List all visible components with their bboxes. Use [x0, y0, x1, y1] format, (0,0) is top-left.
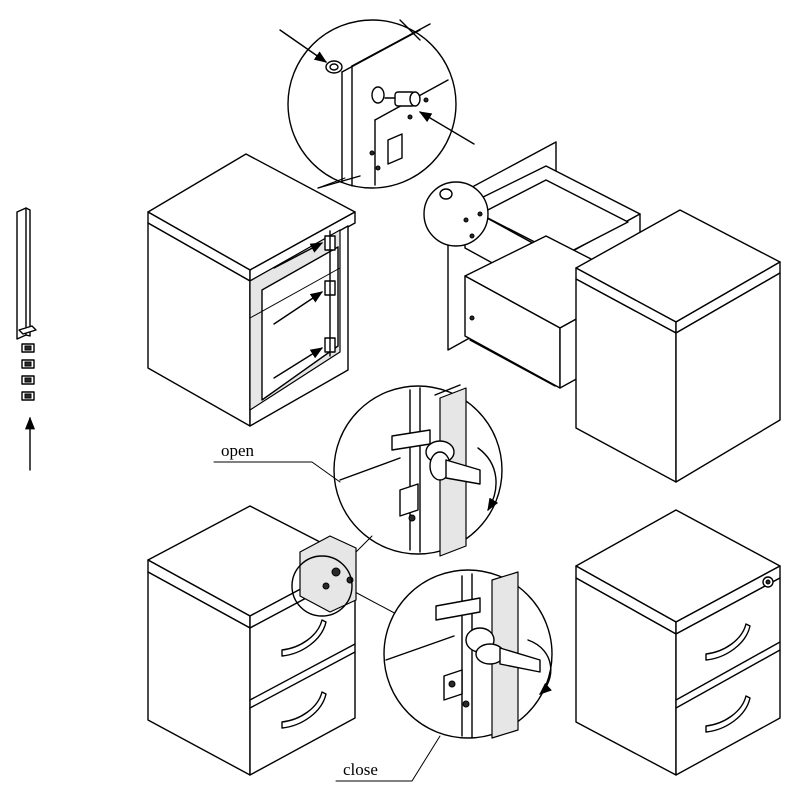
open-detail-callout: open — [213, 384, 503, 557]
lock-rod-icon — [16, 207, 37, 471]
arrow-icon — [317, 175, 361, 189]
assembled-cabinet-left — [147, 505, 357, 776]
drawer-assembly — [423, 141, 641, 389]
arrow-icon — [279, 29, 328, 63]
cam-lock-icon — [391, 429, 481, 522]
rotation-arrow-icon — [477, 447, 499, 512]
arrow-icon — [418, 111, 475, 145]
open-cabinet — [147, 153, 356, 427]
leader-line-open — [213, 461, 341, 483]
drawer-handle — [705, 695, 751, 733]
label-close: close — [343, 760, 378, 779]
cam-lock-icon — [384, 91, 429, 120]
leader-line-close — [335, 735, 441, 782]
arrow-icon — [273, 347, 324, 379]
label-open: open — [221, 441, 255, 460]
arrow-icon — [273, 291, 324, 325]
drawer-handle — [281, 691, 327, 729]
drawer-handle — [705, 623, 751, 661]
drawer-handle — [281, 619, 327, 657]
arrow-icon — [399, 19, 421, 41]
cam-lock-icon — [435, 597, 541, 708]
rotation-arrow-icon — [527, 639, 552, 695]
close-detail-callout: close — [335, 569, 553, 782]
magnifier-callout-icon — [279, 19, 475, 189]
assembled-cabinet-right — [575, 509, 781, 776]
arrow-icon — [273, 242, 324, 269]
runner-hardware — [324, 230, 336, 357]
cabinet-carcass — [575, 209, 781, 483]
